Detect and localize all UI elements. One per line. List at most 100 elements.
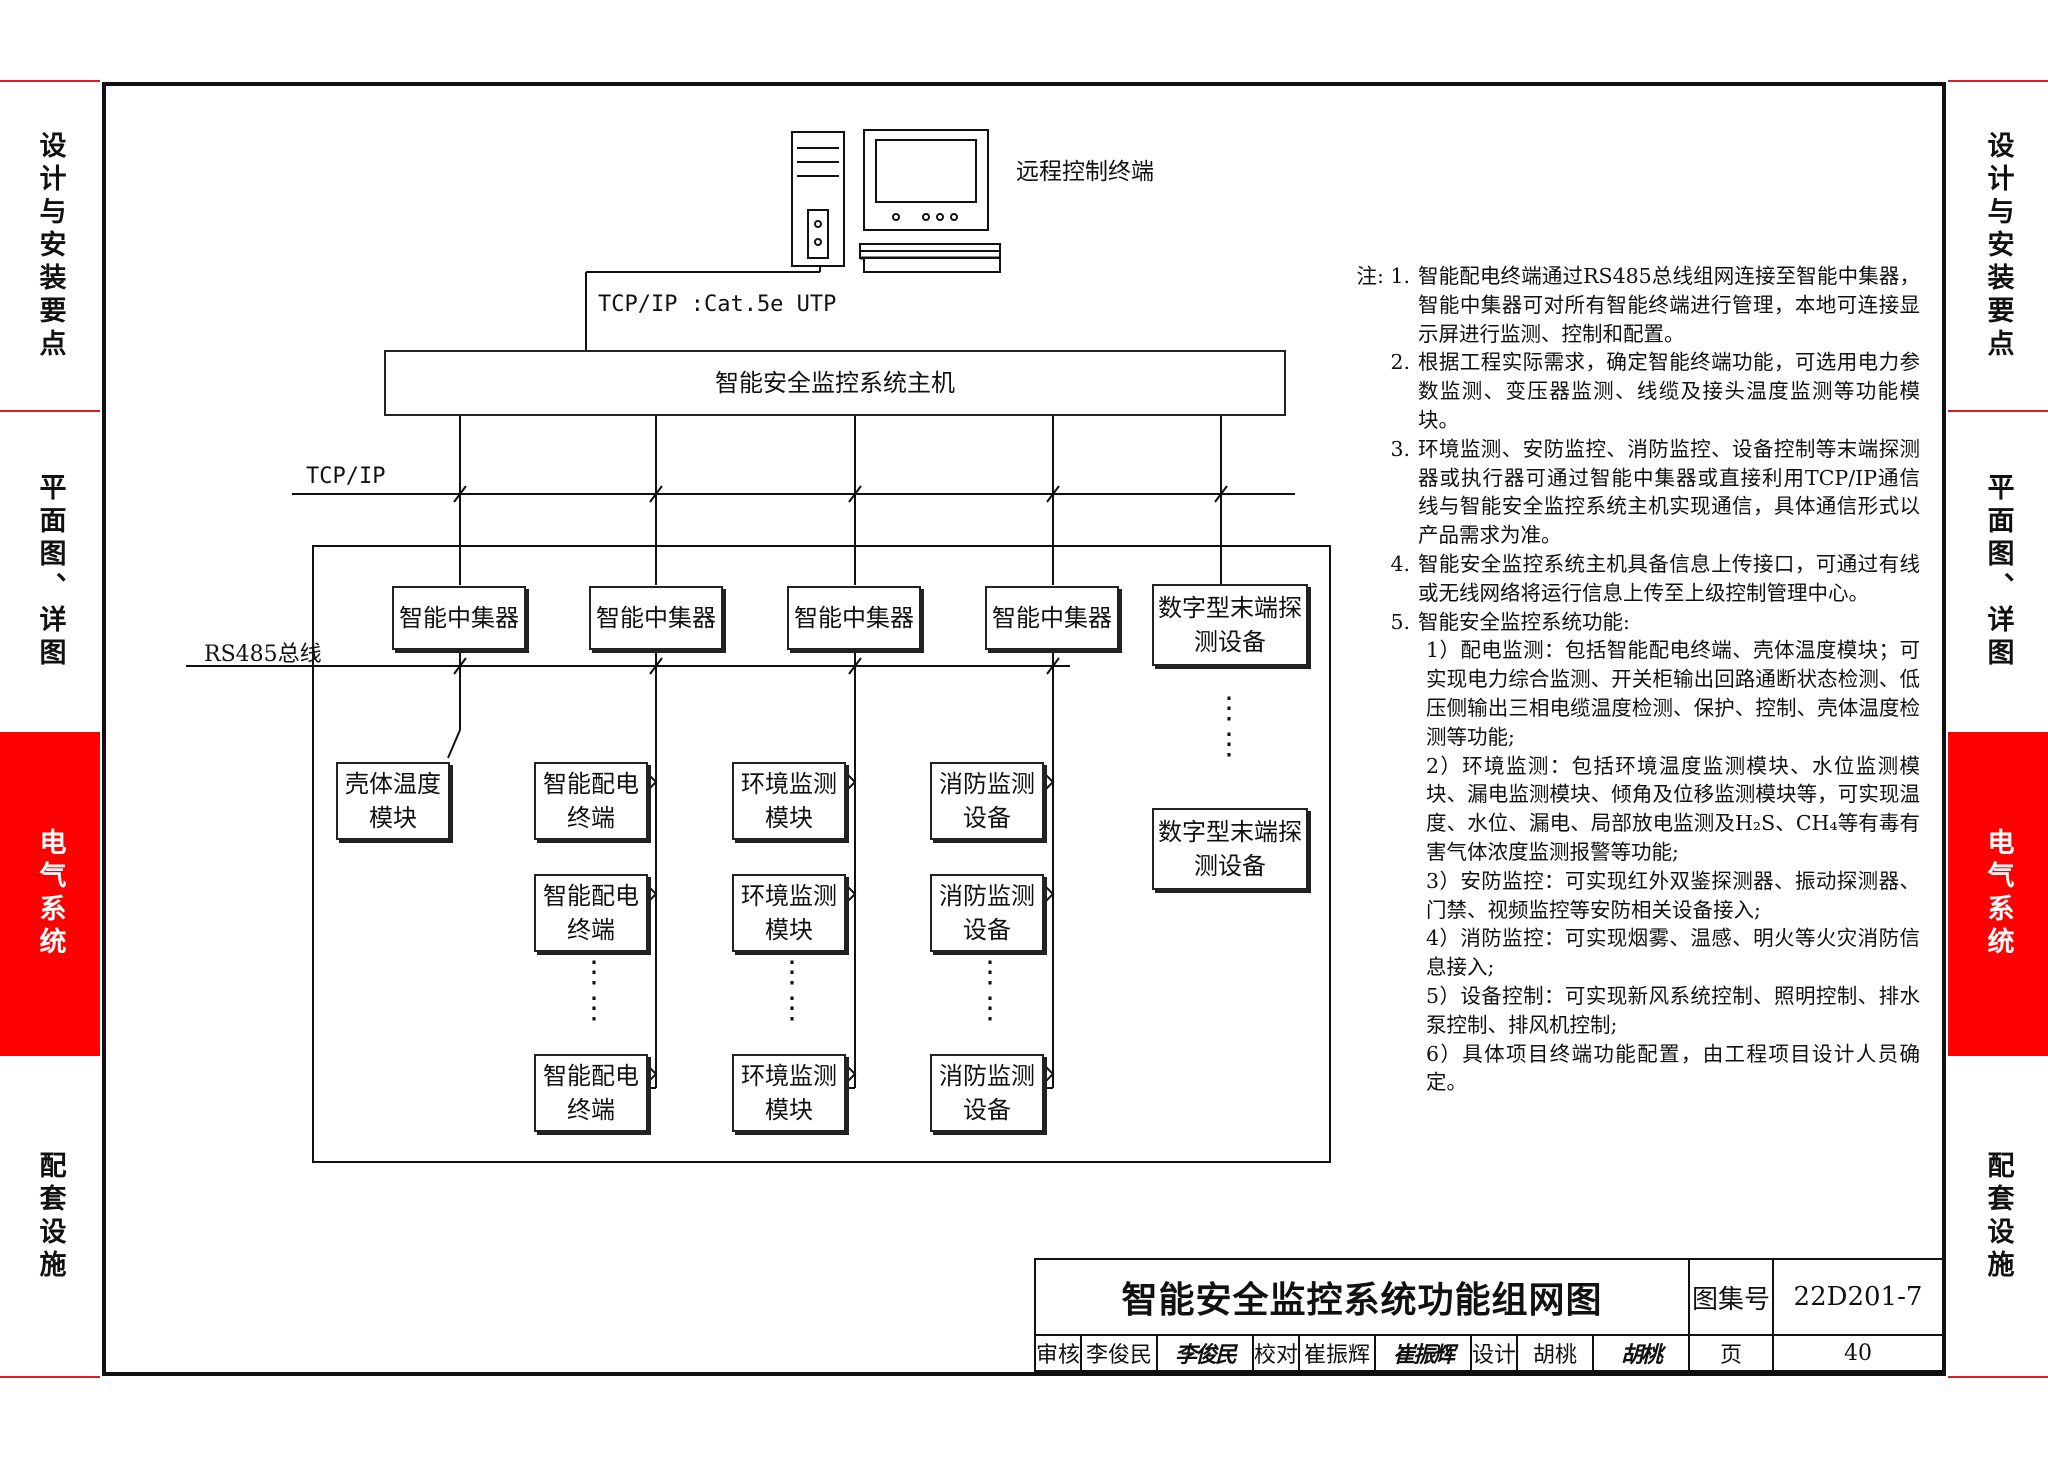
left-tab-electrical[interactable]: 电气系统 (0, 732, 100, 1056)
note-number: 4. (1390, 551, 1410, 576)
drawing-title: 智能安全监控系统功能组网图 (1034, 1258, 1690, 1336)
right-tab-divider (1948, 1376, 2048, 1378)
note-number: 1. (1390, 264, 1410, 288)
left-tab-divider (0, 1376, 100, 1378)
drop-line (447, 729, 461, 759)
page-number: 40 (1772, 1334, 1944, 1372)
note-item: 4. 智能安全监控系统主机具备信息上传接口，可通过有线或无线网络将运行信息上传至… (1340, 550, 1920, 608)
right-tab-label: 配套设施 (1982, 1151, 2014, 1283)
note-item: 注: 1. 智能配电终端通过RS485总线组网连接至智能中集器，智能中集器可对所… (1340, 262, 1920, 348)
concentrator-4: 智能中集器 (985, 586, 1119, 650)
note-subitem: 3）安防监控：可实现红外双鉴探测器、振动探测器、门禁、视频监控等安防相关设备接入… (1426, 868, 1920, 922)
note-number: 2. (1390, 350, 1410, 375)
bus-slash (1046, 485, 1060, 503)
note-number: 3. (1390, 436, 1410, 461)
fire-monitoring-device: 消防监测设备 (930, 762, 1044, 840)
rs485-bus-label: RS485总线 (204, 642, 322, 667)
reviewer-name: 李俊民 (1080, 1334, 1158, 1372)
tap-stub (1042, 883, 1055, 905)
title-block: 智能安全监控系统功能组网图 图集号 22D201-7 审核 李俊民 李俊民 校对… (1034, 1258, 1944, 1372)
bus-slash (848, 485, 862, 503)
shell-temperature-module: 壳体温度模块 (336, 762, 450, 840)
left-tab-divider (0, 80, 100, 82)
atlas-number: 22D201-7 (1772, 1258, 1944, 1336)
link-label-top: TCP/IP :Cat.5e UTP (598, 292, 837, 317)
notes-block: 注: 1. 智能配电终端通过RS485总线组网连接至智能中集器，智能中集器可对所… (1340, 262, 1920, 1097)
ellipsis: ⋮ (579, 955, 609, 990)
right-tab-electrical[interactable]: 电气系统 (1948, 732, 2048, 1056)
smart-distribution-terminal: 智能配电终端 (534, 874, 648, 952)
right-tab-facilities[interactable]: 配套设施 (1948, 1056, 2048, 1378)
tap-stub (844, 883, 857, 905)
note-text: 智能配电终端通过RS485总线组网连接至智能中集器，智能中集器可对所有智能终端进… (1418, 264, 1920, 346)
bus-slash (453, 485, 467, 503)
ellipsis: ⋮ (777, 991, 807, 1026)
left-tab-plans[interactable]: 平面图、详图 (0, 412, 100, 732)
left-tab-label: 电气系统 (34, 828, 66, 960)
note-subitem: 6）具体项目终端功能配置，由工程项目设计人员确定。 (1426, 1041, 1920, 1095)
note-item: 5. 智能安全监控系统功能: (1340, 608, 1920, 637)
ellipsis: ⋮ (1214, 691, 1244, 726)
designer-name: 胡桃 (1516, 1334, 1594, 1372)
right-tab-divider (1948, 410, 2048, 412)
environment-monitoring-module: 环境监测模块 (732, 762, 846, 840)
left-tab-label: 配套设施 (34, 1151, 66, 1283)
left-tab-divider (0, 410, 100, 412)
tap-stub (844, 1063, 857, 1085)
page-label: 页 (1688, 1334, 1774, 1372)
note-subitem: 5）设备控制：可实现新风系统控制、照明控制、排水泵控制、排风机控制; (1426, 983, 1920, 1037)
tap-stub (844, 771, 857, 793)
note-number: 5. (1390, 609, 1410, 634)
reviewer-signature: 李俊民 (1156, 1334, 1254, 1372)
left-tab-design-points[interactable]: 设计与安装要点 (0, 82, 100, 410)
note-subitem: 2）环境监测：包括环境温度监测模块、水位监测模块、漏电监测模块、倾角及位移监测模… (1426, 753, 1920, 864)
right-tab-plans[interactable]: 平面图、详图 (1948, 412, 2048, 732)
left-tab-label: 平面图、详图 (34, 473, 66, 671)
ellipsis: ⋮ (975, 991, 1005, 1026)
drawing-frame (102, 82, 1946, 1376)
environment-monitoring-module: 环境监测模块 (732, 1054, 846, 1132)
tap-stub (645, 771, 658, 793)
note-subitem: 4）消防监控：可实现烟雾、温感、明火等火灾消防信息接入; (1426, 926, 1920, 980)
note-text: 根据工程实际需求，确定智能终端功能，可选用电力参数监测、变压器监测、线缆及接头温… (1418, 350, 1920, 432)
concentrator-3: 智能中集器 (787, 586, 921, 650)
design-label: 设计 (1470, 1334, 1518, 1372)
bus-slash (848, 657, 862, 675)
ellipsis: ⋮ (975, 955, 1005, 990)
review-label: 审核 (1034, 1334, 1082, 1372)
smart-distribution-terminal: 智能配电终端 (534, 762, 648, 840)
bus-slash (453, 657, 467, 675)
tap-stub (1042, 1063, 1055, 1085)
ellipsis: ⋮ (777, 955, 807, 990)
fire-monitoring-device: 消防监测设备 (930, 874, 1044, 952)
note-item: 3. 环境监测、安防监控、消防监控、设备控制等末端探测器或执行器可通过智能中集器… (1340, 435, 1920, 550)
tap-stub (645, 883, 658, 905)
bus-slash (649, 657, 663, 675)
right-tab-label: 平面图、详图 (1982, 473, 2014, 671)
note-subitem: 1）配电监测：包括智能配电终端、壳体温度模块；可实现电力综合监测、开关柜输出回路… (1426, 638, 1920, 749)
smart-distribution-terminal: 智能配电终端 (534, 1054, 648, 1132)
left-tab-label: 设计与安装要点 (34, 130, 66, 362)
note-text: 智能安全监控系统主机具备信息上传接口，可通过有线或无线网络将运行信息上传至上级控… (1418, 551, 1920, 605)
digital-terminal-device: 数字型末端探测设备 (1152, 584, 1308, 666)
field-network-box (312, 545, 1331, 1163)
right-tab-label: 设计与安装要点 (1982, 130, 2014, 362)
computer-icon (791, 129, 1001, 273)
note-item: 2. 根据工程实际需求，确定智能终端功能，可选用电力参数监测、变压器监测、线缆及… (1340, 348, 1920, 434)
ellipsis: ⋮ (579, 991, 609, 1026)
environment-monitoring-module: 环境监测模块 (732, 874, 846, 952)
designer-signature: 胡桃 (1592, 1334, 1690, 1372)
monitoring-host: 智能安全监控系统主机 (384, 350, 1286, 416)
checker-signature: 崔振辉 (1374, 1334, 1472, 1372)
terminal-label: 远程控制终端 (1016, 159, 1154, 185)
right-tab-design-points[interactable]: 设计与安装要点 (1948, 82, 2048, 410)
left-tab-facilities[interactable]: 配套设施 (0, 1056, 100, 1378)
tcpip-bus-label: TCP/IP (306, 464, 386, 489)
bus-slash (649, 485, 663, 503)
bus-slash (1214, 485, 1228, 503)
right-tab-divider (1948, 80, 2048, 82)
right-tab-label: 电气系统 (1982, 828, 2014, 960)
note-text: 智能安全监控系统功能: (1418, 609, 1630, 634)
check-label: 校对 (1252, 1334, 1300, 1372)
